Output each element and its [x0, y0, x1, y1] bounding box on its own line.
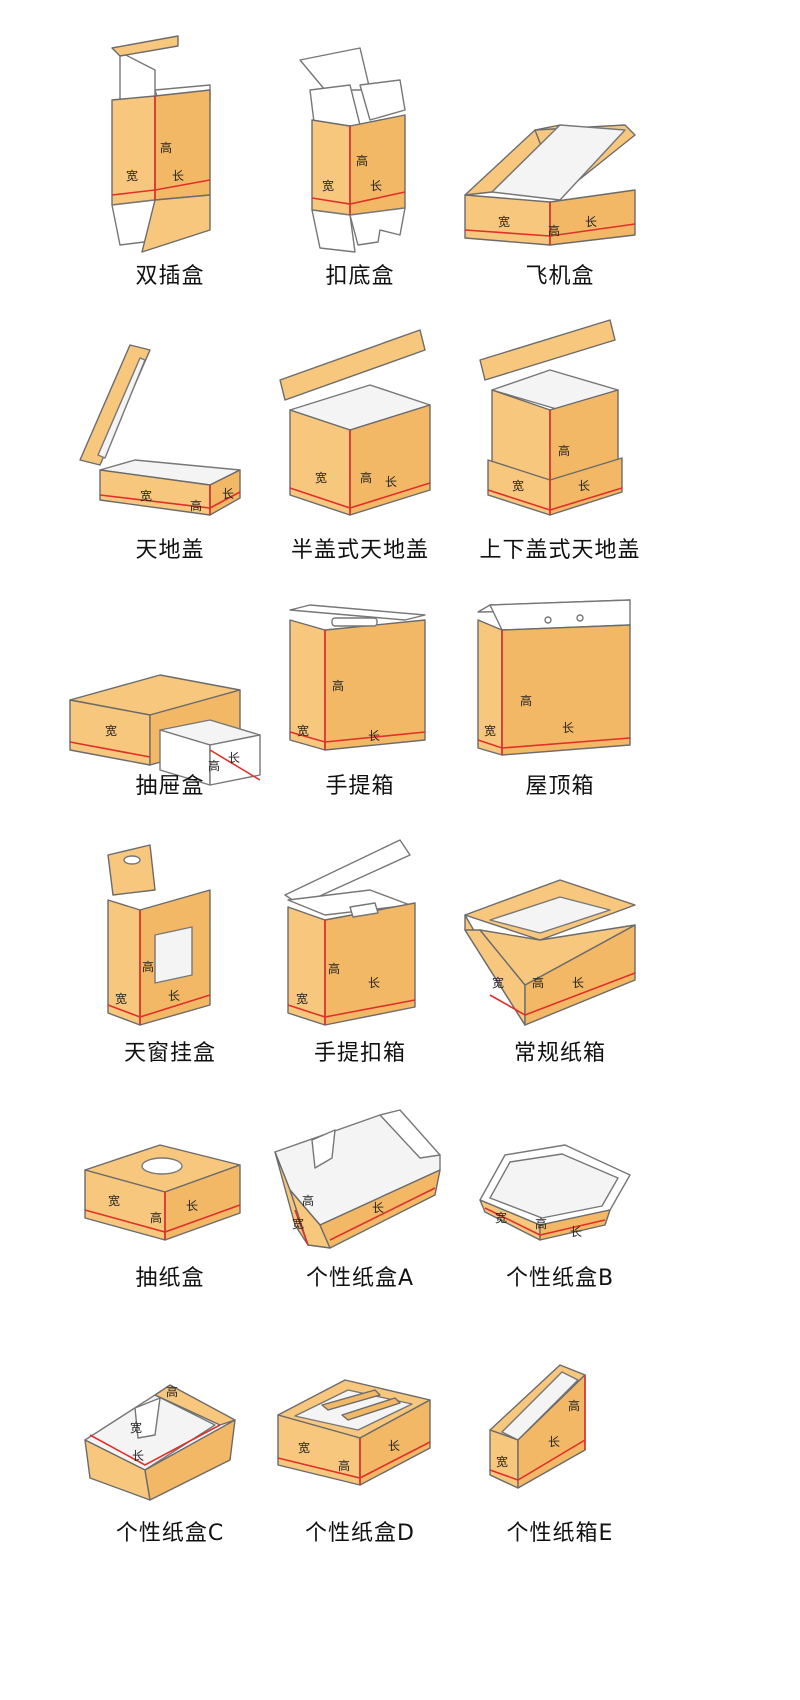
dim-length-label: 长 — [172, 169, 184, 183]
dim-width-label: 宽 — [296, 991, 308, 1006]
box-caption: 双插盒 — [135, 264, 205, 289]
box-caption: 扣底盒 — [325, 264, 395, 289]
dim-width-label: 宽 — [297, 723, 309, 738]
custom-box-d-illustration: 宽 高 长 — [277, 1379, 431, 1486]
dim-width-label: 宽 — [492, 975, 504, 990]
dim-length-label: 长 — [368, 729, 380, 743]
dim-height-label: 高 — [160, 140, 172, 155]
dim-length-label: 长 — [228, 751, 240, 765]
box-caption: 手提箱 — [325, 774, 395, 799]
dim-width-label: 宽 — [115, 991, 127, 1006]
dim-length-label: 长 — [370, 179, 382, 193]
dim-height-label: 高 — [302, 1193, 314, 1208]
dim-height-label: 高 — [338, 1458, 350, 1473]
dim-height-label: 高 — [532, 975, 544, 990]
dim-length-label: 长 — [222, 487, 234, 501]
box-caption: 手提扣箱 — [313, 1041, 406, 1066]
dim-width-label: 宽 — [512, 478, 524, 493]
box-caption: 个性纸盒D — [305, 1521, 415, 1546]
box-caption: 个性纸盒C — [115, 1521, 225, 1546]
box-caption: 天地盖 — [135, 538, 205, 563]
box-caption: 个性纸盒A — [305, 1266, 415, 1291]
dim-width-label: 宽 — [298, 1440, 310, 1455]
dim-length-label: 长 — [585, 215, 597, 229]
dim-width-label: 宽 — [140, 488, 152, 503]
dim-length-label: 长 — [186, 1199, 198, 1213]
dim-width-label: 宽 — [292, 1216, 304, 1231]
dim-length-label: 长 — [570, 1225, 582, 1239]
box-caption: 个性纸盒B — [505, 1266, 615, 1291]
tissue-box-illustration: 宽 高 长 — [84, 1144, 241, 1241]
dim-length-label: 长 — [548, 1435, 560, 1449]
box-caption: 天窗挂盒 — [123, 1041, 216, 1066]
dim-height-label: 高 — [166, 1384, 178, 1399]
dim-length-label: 长 — [578, 479, 590, 493]
dim-width-label: 宽 — [498, 214, 510, 229]
dim-height-label: 高 — [558, 443, 570, 458]
box-caption: 半盖式天地盖 — [290, 538, 429, 563]
dim-width-label: 宽 — [126, 168, 138, 183]
mailer-box-illustration: 宽 高 长 — [464, 124, 636, 246]
regular-carton-illustration: 宽 高 长 — [464, 879, 636, 1026]
handle-lock-box-illustration: 宽 高 长 — [284, 839, 416, 1026]
custom-box-a-illustration: 宽 高 长 — [274, 1109, 441, 1249]
dim-length-label: 长 — [168, 989, 180, 1003]
dim-height-label: 高 — [328, 961, 340, 976]
dim-height-label: 高 — [150, 1210, 162, 1225]
dim-width-label: 宽 — [322, 178, 334, 193]
drawer-box-illustration: 宽 高 长 — [69, 674, 261, 786]
dim-height-label: 高 — [360, 470, 372, 485]
dim-height-label: 高 — [190, 498, 202, 513]
dim-width-label: 宽 — [108, 1193, 120, 1208]
dim-height-label: 高 — [568, 1398, 580, 1413]
dim-length-label: 长 — [388, 1439, 400, 1453]
box-caption: 常规纸箱 — [513, 1041, 606, 1066]
dim-width-label: 宽 — [496, 1454, 508, 1469]
box-caption: 屋顶箱 — [525, 774, 595, 799]
box-caption: 抽纸盒 — [135, 1266, 205, 1291]
dim-length-label: 长 — [132, 1449, 144, 1463]
lid-and-base-box-illustration: 宽 高 长 — [79, 344, 241, 516]
box-caption: 个性纸箱E — [506, 1521, 614, 1546]
custom-box-c-illustration: 宽 高 长 — [84, 1384, 236, 1501]
double-tuck-box-illustration: 宽 高 长 — [111, 35, 211, 253]
handle-carton-illustration: 宽 高 长 — [289, 604, 426, 751]
dim-length-label: 长 — [572, 976, 584, 990]
dim-height-label: 高 — [142, 959, 154, 974]
dim-width-label: 宽 — [105, 723, 117, 738]
half-lid-box-illustration: 宽 高 长 — [279, 329, 431, 516]
dim-height-label: 高 — [332, 678, 344, 693]
box-caption: 飞机盒 — [525, 264, 595, 289]
dim-length-label: 长 — [562, 721, 574, 735]
dim-width-label: 宽 — [484, 723, 496, 738]
dim-height-label: 高 — [208, 758, 220, 773]
dim-width-label: 宽 — [130, 1420, 142, 1435]
window-hanger-box-illustration: 宽 高 长 — [107, 844, 211, 1026]
dim-width-label: 宽 — [315, 470, 327, 485]
box-caption: 抽屉盒 — [135, 774, 205, 799]
box-caption: 上下盖式天地盖 — [479, 538, 641, 563]
dim-width-label: 宽 — [495, 1210, 507, 1225]
dim-height-label: 高 — [535, 1216, 547, 1231]
custom-box-e-illustration: 宽 高 长 — [489, 1364, 586, 1489]
custom-box-b-illustration: 宽 高 长 — [479, 1144, 631, 1241]
gable-top-box-illustration: 宽 高 长 — [477, 599, 631, 756]
dim-length-label: 长 — [385, 475, 397, 489]
dim-height-label: 高 — [520, 693, 532, 708]
dim-length-label: 长 — [368, 976, 380, 990]
dim-height-label: 高 — [548, 223, 560, 238]
dim-length-label: 长 — [372, 1201, 384, 1215]
top-bottom-lid-box-illustration: 宽 高 长 — [479, 319, 623, 516]
dim-height-label: 高 — [356, 153, 368, 168]
lock-bottom-box-illustration: 宽 高 长 — [299, 47, 406, 253]
